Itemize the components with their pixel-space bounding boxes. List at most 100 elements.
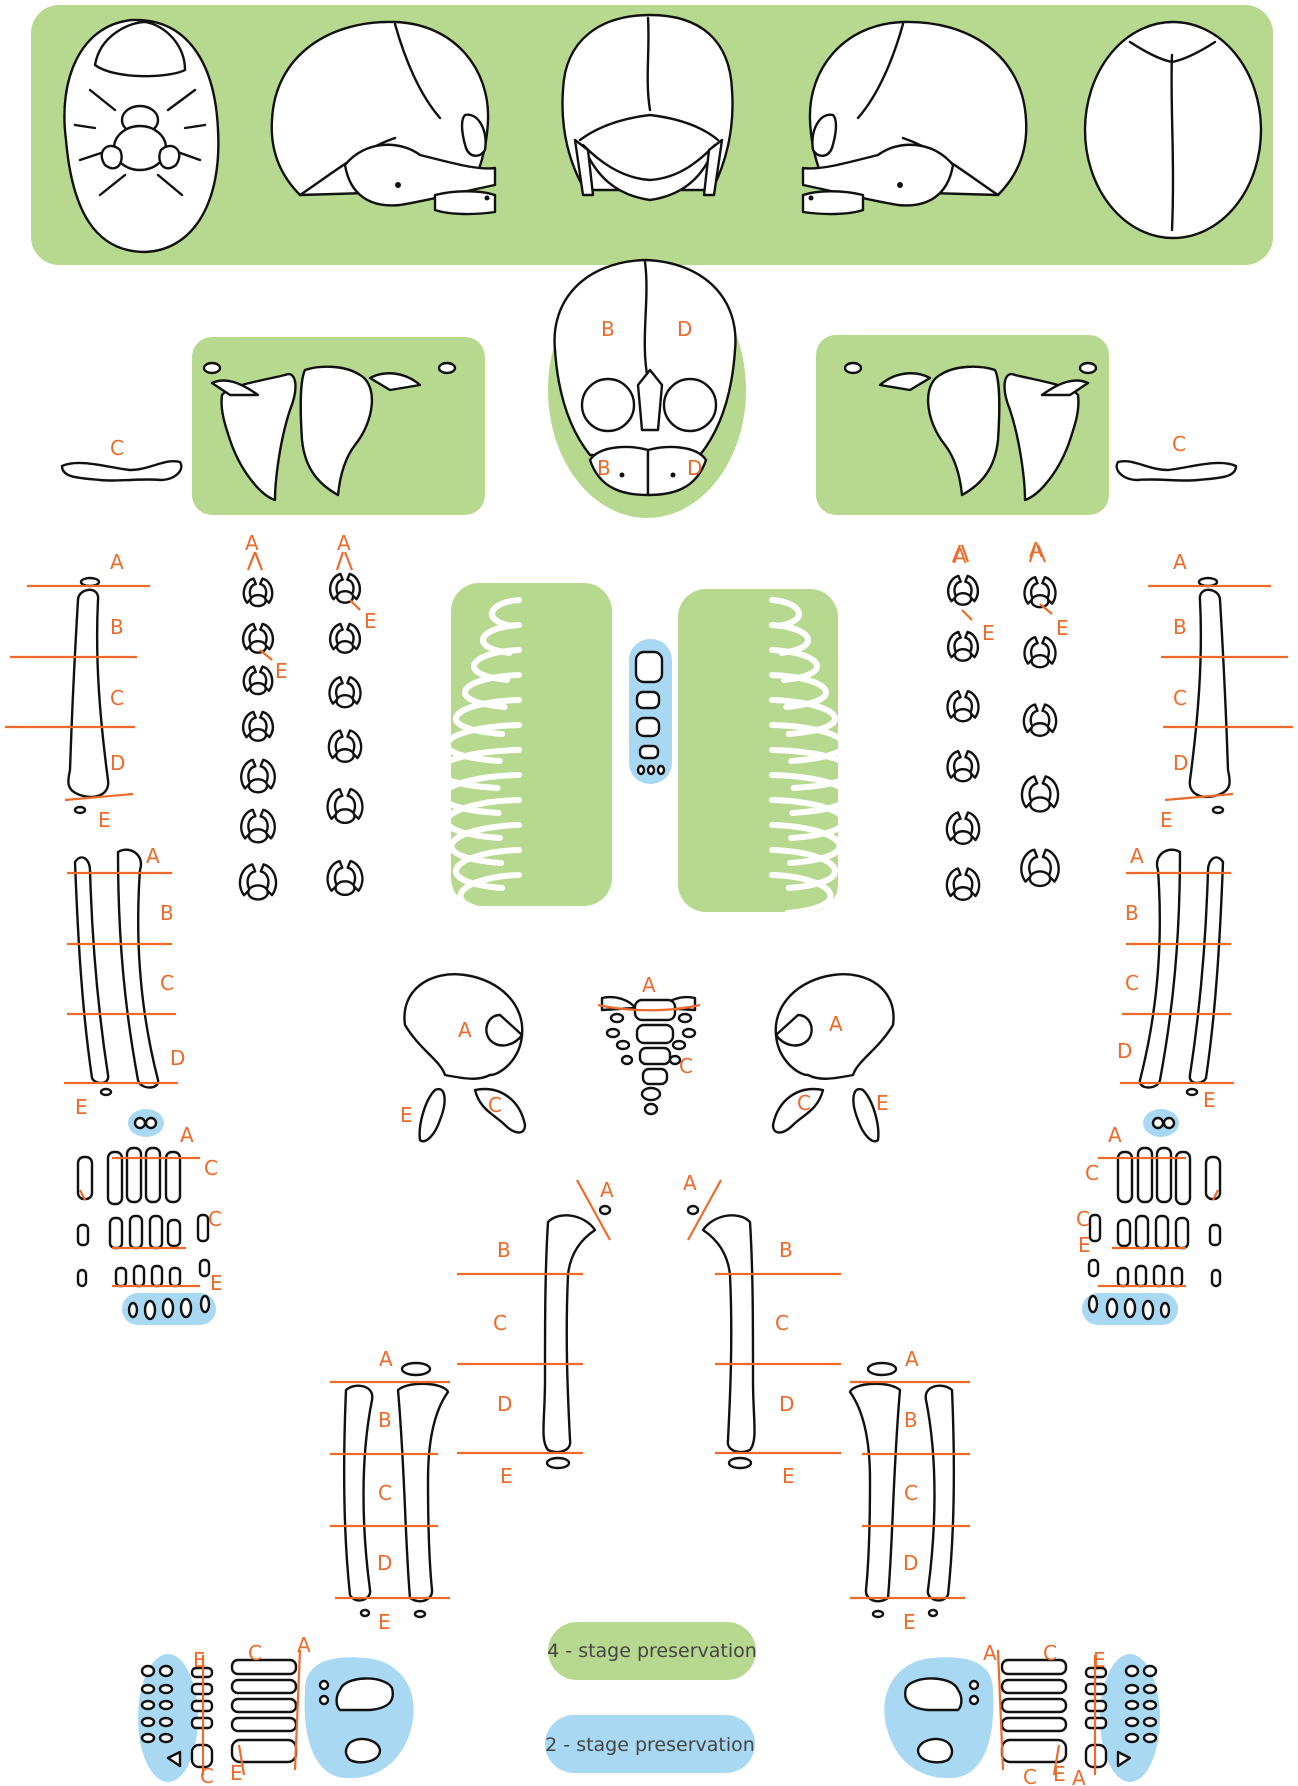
label-vert-e4: E [1056, 616, 1069, 640]
vertebra [948, 751, 979, 781]
right-ribs-region [678, 589, 838, 912]
vertebra [1025, 637, 1056, 667]
vertebra [947, 869, 979, 900]
vertebrae-right-columns [947, 576, 1059, 900]
label-right-foot-c2: C [1023, 1765, 1037, 1786]
label-left-foot-c1: C [248, 1641, 262, 1665]
label-left-tibia-a: A [379, 1347, 393, 1371]
left-humerus [68, 578, 108, 813]
vertebra [1024, 705, 1056, 736]
label-sacrum-c: C [679, 1054, 693, 1078]
legend-two-stage-label: 2 - stage preservation [545, 1734, 755, 1756]
label-right-femur-b: B [779, 1238, 793, 1262]
label-left-foot-c2: C [200, 1764, 214, 1786]
left-clavicle [62, 461, 181, 480]
label-sacrum-a: A [642, 973, 656, 997]
vertebrae-left-columns [240, 574, 362, 900]
label-right-forearm-a: A [1130, 844, 1144, 868]
vertebra [243, 712, 273, 741]
label-right-femur-e: E [782, 1464, 795, 1488]
label-vert-a2: A [337, 531, 351, 555]
label-right-tibia-d: D [903, 1551, 918, 1575]
vertebra [241, 760, 275, 793]
label-right-foot-e1: E [1093, 1648, 1106, 1672]
label-left-femur-b: B [497, 1238, 511, 1262]
label-left-femur-d: D [497, 1392, 512, 1416]
right-humerus [1190, 578, 1230, 813]
left-lower-leg [344, 1363, 448, 1617]
label-left-pubis-c: C [488, 1093, 502, 1117]
right-lower-leg [850, 1363, 954, 1617]
vertebra [1025, 577, 1056, 607]
left-pelvis [404, 974, 525, 1141]
vertebra [1022, 776, 1058, 811]
label-left-hand-c1: C [204, 1156, 218, 1180]
label-left-ilium-a: A [458, 1018, 472, 1042]
label-right-femur-c: C [775, 1311, 789, 1335]
left-forearm [75, 850, 158, 1095]
label-right-hand-c2: C [1076, 1207, 1090, 1231]
label-vert-a1: A [245, 531, 259, 555]
legend: 4 - stage preservation 2 - stage preserv… [545, 1622, 757, 1773]
vertebra [329, 731, 361, 762]
label-left-forearm-e: E [75, 1095, 88, 1119]
label-left-foot-a: A [297, 1633, 311, 1657]
label-left-forearm-d: D [170, 1046, 185, 1070]
right-forearm [1140, 850, 1223, 1095]
label-left-clavicle-c: C [110, 436, 124, 460]
vertebra [244, 667, 272, 695]
label-left-ischium-e: E [400, 1103, 413, 1127]
label-left-hand-e: E [210, 1271, 223, 1295]
label-left-foot-e2: E [230, 1761, 243, 1785]
label-left-humerus-e: E [98, 808, 111, 832]
right-pelvis [773, 974, 894, 1141]
label-left-tibia-b: B [378, 1408, 392, 1432]
label-vert-e1: E [364, 609, 377, 633]
label-left-foot-e1: E [193, 1648, 206, 1672]
vertebra [241, 810, 275, 843]
label-right-tibia-c: C [904, 1481, 918, 1505]
label-right-pubis-c: C [797, 1091, 811, 1115]
skull-right-lateral-view [803, 22, 1026, 214]
label-right-foot-a1: A [983, 1641, 997, 1665]
label-left-femur-c: C [493, 1311, 507, 1335]
label-right-femur-a: A [683, 1171, 697, 1195]
label-vert-e3: E [982, 621, 995, 645]
skull-posterior-view [562, 15, 732, 200]
label-left-femur-e: E [500, 1464, 513, 1488]
label-right-forearm-c: C [1125, 971, 1139, 995]
legend-four-stage-label: 4 - stage preservation [547, 1640, 757, 1662]
label-right-humerus-d: D [1173, 751, 1188, 775]
label-right-ischium-e: E [876, 1091, 889, 1115]
label-right-foot-e2: E [1053, 1762, 1066, 1786]
label-right-hand-e: E [1078, 1233, 1091, 1257]
label-right-clavicle-c: C [1172, 432, 1186, 456]
vertebra [243, 624, 273, 653]
right-clavicle [1117, 461, 1236, 480]
vertebra [244, 579, 272, 607]
label-left-tibia-d: D [377, 1551, 392, 1575]
label-right-foot-c1: C [1043, 1641, 1057, 1665]
blue-regions [122, 639, 1179, 1782]
label-right-tibia-a: A [905, 1347, 919, 1371]
label-face-d-top: D [677, 317, 692, 341]
label-left-femur-a: A [600, 1178, 614, 1202]
vertebra [947, 813, 979, 844]
vertebra [330, 677, 361, 707]
label-face-b-bottom: B [597, 456, 611, 480]
label-vert-e2: E [275, 659, 288, 683]
label-vert-a4: A [1029, 538, 1043, 562]
label-right-tibia-e: E [903, 1610, 916, 1634]
label-right-hand-c1: C [1085, 1161, 1099, 1185]
label-left-tibia-c: C [378, 1481, 392, 1505]
vertebra [328, 861, 363, 895]
vertebra [948, 576, 978, 605]
vertebra [328, 789, 363, 823]
label-left-hand-c2: C [208, 1207, 222, 1231]
label-right-humerus-c: C [1173, 686, 1187, 710]
label-left-forearm-c: C [160, 971, 174, 995]
label-right-foot-a2: A [1072, 1766, 1086, 1786]
label-right-hand-a: A [1108, 1123, 1122, 1147]
label-right-forearm-b: B [1125, 901, 1139, 925]
label-left-humerus-a: A [110, 550, 124, 574]
